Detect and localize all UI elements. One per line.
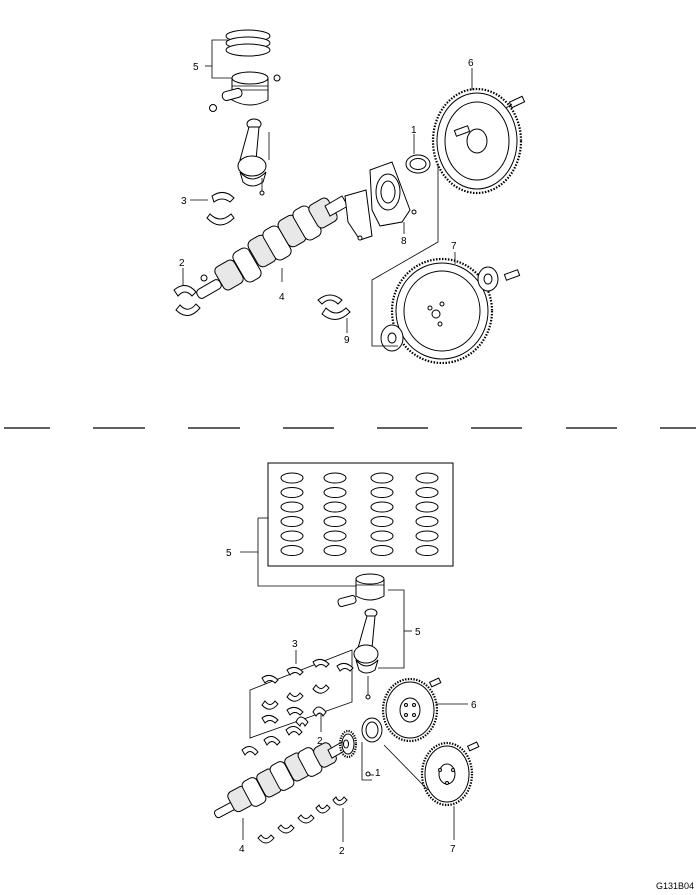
callout-4-upper: 4 [279,292,285,303]
piston-lower [337,573,385,608]
piston-ring [370,545,394,556]
figure-code: G131B04 [656,881,694,891]
thrust-bearings-upper-2 [173,285,201,316]
seal-retainer-upper-8 [344,161,417,241]
bearing-shells-upper-3 [206,192,235,226]
piston-ring [280,501,304,513]
piston-ring [280,545,304,556]
piston-pin-upper [209,87,243,112]
piston-ring-set-lower [267,462,454,567]
piston-ring [323,516,347,527]
connecting-rod-lower [353,608,379,700]
piston-ring [415,501,439,513]
callout-6-lower: 6 [471,700,477,711]
callout-2-lower-a: 2 [317,736,323,747]
callout-4-lower: 4 [239,844,245,855]
piston-ring [323,487,347,498]
piston-ring [370,501,394,513]
piston-ring [280,472,304,484]
oil-seal-upper-1 [405,154,431,174]
piston-ring [415,530,439,542]
piston-ring [323,530,347,542]
piston-ring [370,530,394,542]
rear-seal-retainer-lower [338,729,358,759]
callout-1-upper: 1 [411,125,417,136]
piston-rings-upper [225,29,271,57]
piston-ring [370,516,394,527]
callout-6-upper: 6 [468,58,474,69]
flywheel-bolt-upper [505,95,526,109]
bearing-shells-lower-3 [249,649,354,739]
flywheel-lower-6 [381,677,442,743]
piston-ring [280,530,304,542]
oil-seal-lower-1 [361,717,383,743]
drive-plate-upper-7 [390,257,494,365]
piston-ring [280,516,304,527]
bearings-lower-2b [257,796,348,844]
callout-7-upper: 7 [451,241,457,252]
piston-ring [370,487,394,498]
piston-ring [323,545,347,556]
piston-ring [323,472,347,484]
callout-8-upper: 8 [401,236,407,247]
callout-1-lower: 1 [375,768,381,779]
callout-3-lower: 3 [292,639,298,650]
lower-view: 5 5 [213,462,480,857]
piston-ring [415,472,439,484]
callout-5-lower-a: 5 [226,548,232,559]
flywheel-upper-6 [431,87,523,195]
drive-plate-lower-7 [420,741,480,807]
callout-9-upper: 9 [344,335,350,346]
piston-upper [231,71,281,106]
callout-2-lower-b: 2 [339,846,345,857]
callout-5-upper: 5 [193,62,199,73]
upper-view: 5 3 [173,29,526,365]
piston-ring [370,472,394,484]
piston-ring [415,516,439,527]
connecting-rod-upper [237,118,270,196]
callout-2-upper: 2 [179,258,185,269]
crankshaft-lower [213,741,347,819]
crankshaft-upper [196,195,349,299]
piston-ring [415,487,439,498]
thrust-washers-upper-9 [317,294,351,320]
piston-ring [323,501,347,513]
callout-7-lower: 7 [450,844,456,855]
callout-5-lower-b: 5 [415,627,421,638]
callout-3-upper: 3 [181,196,187,207]
piston-ring [415,545,439,556]
drive-plate-spacer-upper [380,266,521,352]
bearings-lower-2a [241,706,327,756]
piston-ring [280,487,304,498]
